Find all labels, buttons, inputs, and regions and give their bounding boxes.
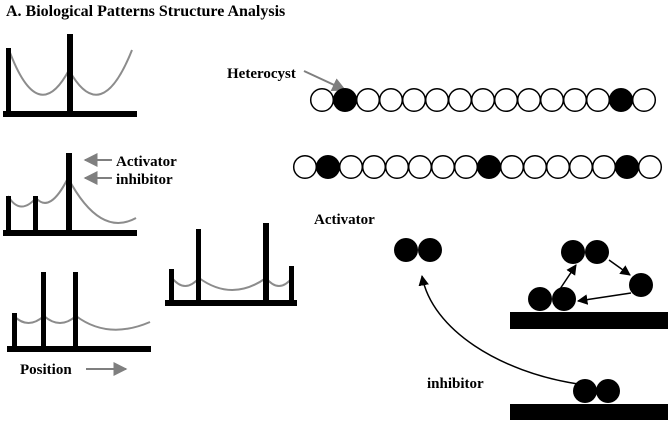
diagram-title: A. Biological Patterns Structure Analysi…	[6, 3, 285, 20]
vegetative-cell	[447, 87, 473, 113]
vegetative-cell	[631, 87, 657, 113]
activator-arrow-label: Activator	[116, 154, 177, 170]
vegetative-cell	[361, 154, 387, 180]
peak-bar	[289, 266, 294, 302]
vegetative-cell	[585, 87, 611, 113]
panel-baseline	[3, 230, 137, 236]
concentration-curve	[7, 175, 137, 224]
peak-bar	[41, 272, 46, 349]
vegetative-cell	[516, 87, 542, 113]
vegetative-cell	[562, 87, 588, 113]
vegetative-cell	[338, 154, 364, 180]
vegetative-cell	[499, 154, 525, 180]
vegetative-cell	[355, 87, 381, 113]
vegetative-cell	[545, 154, 571, 180]
peak-bar	[73, 272, 78, 349]
vegetative-cell	[424, 87, 450, 113]
inhibitor-surface	[510, 404, 668, 420]
cycle-arrow	[576, 292, 632, 305]
molecule	[596, 379, 620, 403]
molecule	[629, 273, 653, 297]
heterocyst-cell	[315, 154, 341, 180]
heterocyst-pointer-arrow	[303, 70, 347, 92]
peak-bar	[6, 196, 11, 232]
vegetative-cell	[453, 154, 479, 180]
cycle-arrow	[608, 259, 631, 276]
inhibitor-arrow	[418, 274, 579, 385]
molecule	[528, 287, 552, 311]
peak-bar	[196, 229, 201, 302]
vegetative-cell	[292, 154, 318, 180]
concentration-curve	[171, 276, 293, 291]
pattern-panel-3: Position	[7, 272, 151, 378]
molecule	[573, 379, 597, 403]
peak-bar	[67, 34, 73, 114]
activator-surface	[510, 312, 668, 329]
activator-cycle	[528, 240, 653, 311]
inhibitor-arrow-label: inhibitor	[116, 172, 173, 188]
molecule	[418, 238, 442, 262]
molecule	[394, 238, 418, 262]
peak-bar	[6, 48, 11, 114]
activator-section-label: Activator	[314, 212, 375, 228]
heterocyst-cell	[608, 87, 634, 113]
vegetative-cell	[407, 154, 433, 180]
molecule	[552, 287, 576, 311]
heterocyst-cell	[476, 154, 502, 180]
molecule	[561, 240, 585, 264]
peak-bar	[263, 223, 269, 302]
filament-row-2	[292, 154, 663, 180]
peak-bar	[33, 196, 38, 232]
vegetative-cell	[378, 87, 404, 113]
filament-row-1	[309, 87, 657, 113]
vegetative-cell	[309, 87, 335, 113]
free-dimer	[394, 238, 442, 262]
heterocyst-cell	[614, 154, 640, 180]
vegetative-cell	[522, 154, 548, 180]
pattern-panel-2: Activator inhibitor	[3, 153, 177, 236]
vegetative-cell	[637, 154, 663, 180]
inhibitor-dimer	[573, 379, 620, 403]
inhibitor-section-label: inhibitor	[427, 376, 484, 392]
concentration-curve	[13, 314, 151, 331]
peak-bar	[169, 269, 174, 302]
pattern-panel-4	[165, 223, 297, 306]
panel-baseline	[165, 300, 297, 306]
vegetative-cell	[430, 154, 456, 180]
peak-bar	[66, 153, 72, 232]
position-axis-label: Position	[20, 362, 72, 378]
vegetative-cell	[568, 154, 594, 180]
cycle-arrow	[559, 264, 577, 290]
vegetative-cell	[470, 87, 496, 113]
vegetative-cell	[384, 154, 410, 180]
pattern-panel-1	[3, 34, 137, 117]
vegetative-cell	[591, 154, 617, 180]
vegetative-cell	[493, 87, 519, 113]
peak-bar	[12, 313, 17, 349]
heterocyst-cell	[332, 87, 358, 113]
panel-baseline	[7, 346, 151, 352]
molecule	[585, 240, 609, 264]
vegetative-cell	[401, 87, 427, 113]
heterocyst-label: Heterocyst	[227, 66, 296, 82]
vegetative-cell	[539, 87, 565, 113]
